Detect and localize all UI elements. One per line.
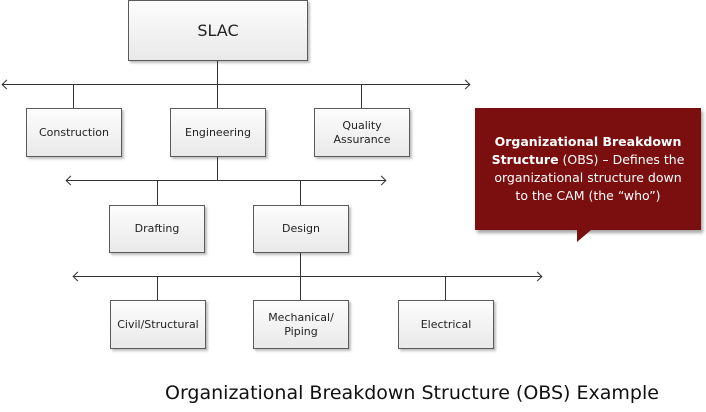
connector bbox=[361, 84, 362, 108]
connector bbox=[157, 276, 158, 300]
callout-line: Structure (OBS) – Defines the bbox=[492, 151, 685, 169]
node-civil-structural: Civil/Structural bbox=[110, 300, 206, 349]
callout-text: (OBS) – Defines the bbox=[558, 152, 685, 167]
node-label: Civil/Structural bbox=[117, 317, 199, 331]
node-label: Quality bbox=[342, 118, 382, 132]
connector bbox=[217, 84, 218, 108]
connector-level-3 bbox=[66, 180, 386, 181]
node-label: Design bbox=[282, 222, 320, 235]
node-electrical: Electrical bbox=[398, 300, 494, 349]
connector bbox=[73, 84, 74, 108]
node-construction: Construction bbox=[26, 108, 122, 157]
node-label: Engineering bbox=[185, 125, 251, 139]
connector bbox=[445, 276, 446, 300]
connector-level-2 bbox=[2, 84, 470, 85]
callout-bold-text: Organizational Breakdown bbox=[494, 134, 682, 149]
arrow-left-icon bbox=[65, 175, 76, 186]
node-label: Assurance bbox=[333, 132, 391, 146]
connector bbox=[217, 157, 218, 180]
connector bbox=[300, 180, 301, 205]
connector bbox=[157, 180, 158, 205]
arrow-left-icon bbox=[1, 79, 12, 90]
node-label: Piping bbox=[284, 324, 318, 338]
node-label: SLAC bbox=[197, 20, 239, 40]
callout-bold-text: Structure bbox=[491, 152, 559, 167]
connector-level-4 bbox=[73, 276, 542, 277]
node-engineering: Engineering bbox=[170, 108, 266, 157]
callout-text: organizational structure down bbox=[494, 170, 682, 185]
connector bbox=[300, 276, 301, 300]
arrow-right-icon bbox=[376, 175, 387, 186]
node-label: Construction bbox=[38, 125, 110, 139]
node-mechanical-piping: Mechanical/Piping bbox=[253, 300, 349, 349]
node-label: Electrical bbox=[420, 317, 472, 331]
arrow-left-icon bbox=[72, 271, 83, 282]
node-label: Drafting bbox=[134, 222, 180, 235]
diagram-caption: Organizational Breakdown Structure (OBS)… bbox=[165, 382, 659, 404]
connector bbox=[217, 61, 218, 84]
arrow-right-icon bbox=[532, 271, 543, 282]
callout-tail bbox=[577, 230, 591, 242]
callout-text: to the CAM (the “who”) bbox=[515, 188, 661, 203]
node-drafting: Drafting bbox=[109, 205, 205, 253]
arrow-right-icon bbox=[460, 79, 471, 90]
connector bbox=[300, 253, 301, 276]
node-label: Mechanical/ bbox=[268, 310, 334, 324]
callout-line: Organizational Breakdown bbox=[495, 133, 682, 151]
callout-obs-definition: Organizational Breakdown Structure (OBS)… bbox=[475, 108, 701, 230]
node-design: Design bbox=[253, 205, 349, 253]
node-slac: SLAC bbox=[128, 0, 308, 61]
